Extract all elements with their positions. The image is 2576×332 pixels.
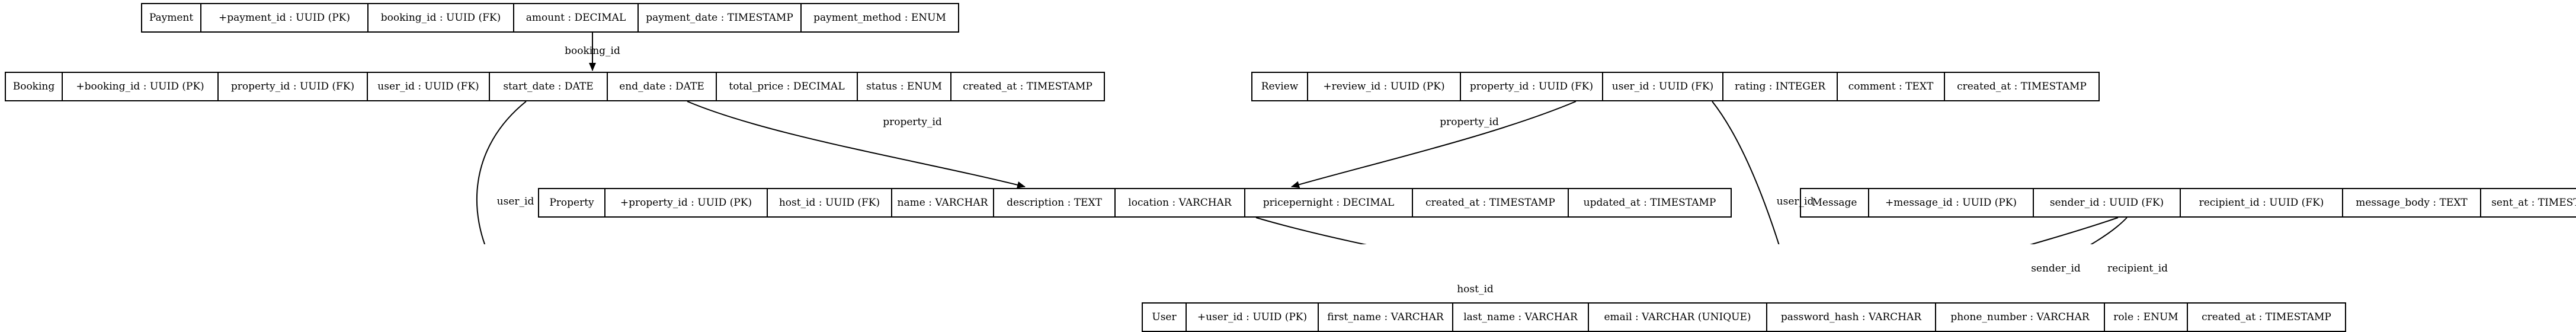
edges-layer [476,33,2128,244]
property-field: name : VARCHAR [892,189,994,216]
booking-field: user_id : UUID (FK) [368,73,490,100]
property-field: pricepernight : DECIMAL [1245,189,1413,216]
review-field: property_id : UUID (FK) [1461,73,1603,100]
user-field: phone_number : VARCHAR [1936,304,2105,331]
property-field: description : TEXT [994,189,1116,216]
property-table: Property +property_id : UUID (PK) host_i… [538,188,1732,218]
payment-field: booking_id : UUID (FK) [369,4,514,31]
edge-message-sender-to-user [2030,217,2119,244]
review-table-name: Review [1252,73,1308,100]
message-field: sent_at : TIMESTAMP [2491,197,2576,209]
property-field: created_at : TIMESTAMP [1413,189,1569,216]
user-table-name: User [1143,304,1187,331]
er-diagram: Payment +payment_id : UUID (PK) booking_… [5,3,2576,332]
edge-label-sender-id: sender_id [2031,263,2081,274]
review-field: comment : TEXT [1838,73,1945,100]
edge-label-review-user-id: user_id [1776,196,1814,208]
message-field: +message_id : UUID (PK) [1869,189,2034,216]
user-field: password_hash : VARCHAR [1767,304,1936,331]
review-field: rating : INTEGER [1723,73,1838,100]
payment-field: +payment_id : UUID (PK) [201,4,369,31]
payment-table: Payment +payment_id : UUID (PK) booking_… [141,3,959,33]
property-field: +property_id : UUID (PK) [605,189,768,216]
edge-review-to-user [1712,101,1780,244]
edge-label-review-property-id: property_id [1440,116,1499,128]
review-field: +review_id : UUID (PK) [1308,73,1461,100]
property-field: updated_at : TIMESTAMP [1583,197,1716,209]
booking-field: property_id : UUID (FK) [219,73,368,100]
payment-field: payment_method : ENUM [813,12,946,24]
review-table: Review +review_id : UUID (PK) property_i… [1251,72,2100,101]
edge-message-recipient-to-user [2090,217,2128,244]
edge-property-to-user [1255,217,1367,244]
edge-label-booking-id: booking_id [565,45,620,57]
edge-booking-to-user [476,101,527,244]
user-field: role : ENUM [2105,304,2188,331]
booking-table-name: Booking [6,73,63,100]
payment-table-name: Payment [142,4,201,31]
property-field: host_id : UUID (FK) [768,189,892,216]
edge-label-host-id: host_id [1457,283,1494,295]
edge-label-booking-user-id: user_id [496,196,534,208]
user-field: first_name : VARCHAR [1319,304,1453,331]
payment-field: payment_date : TIMESTAMP [639,4,802,31]
message-table: Message +message_id : UUID (PK) sender_i… [1800,188,2576,218]
user-table: User +user_id : UUID (PK) first_name : V… [1142,302,2346,332]
user-field: +user_id : UUID (PK) [1187,304,1319,331]
edge-label-booking-property-id: property_id [883,116,942,128]
booking-field: total_price : DECIMAL [717,73,858,100]
property-field: location : VARCHAR [1116,189,1245,216]
property-table-name: Property [539,189,605,216]
edge-booking-to-property [687,101,1026,189]
booking-field: end_date : DATE [608,73,717,100]
user-field: email : VARCHAR (UNIQUE) [1589,304,1767,331]
review-field: created_at : TIMESTAMP [1957,81,2087,92]
message-field: message_body : TEXT [2343,189,2481,216]
user-field: last_name : VARCHAR [1453,304,1589,331]
booking-table: Booking +booking_id : UUID (PK) property… [5,72,1105,101]
edge-review-to-property [1291,101,1577,189]
message-field: sender_id : UUID (FK) [2034,189,2181,216]
message-field: recipient_id : UUID (FK) [2181,189,2343,216]
payment-field: amount : DECIMAL [514,4,639,31]
message-table-name: Message [1801,189,1869,216]
user-field: created_at : TIMESTAMP [2202,311,2331,323]
booking-field: start_date : DATE [490,73,608,100]
review-field: user_id : UUID (FK) [1603,73,1723,100]
booking-field: +booking_id : UUID (PK) [63,73,219,100]
booking-field: status : ENUM [858,73,951,100]
booking-field: created_at : TIMESTAMP [963,81,1092,92]
edge-label-recipient-id: recipient_id [2107,263,2168,274]
